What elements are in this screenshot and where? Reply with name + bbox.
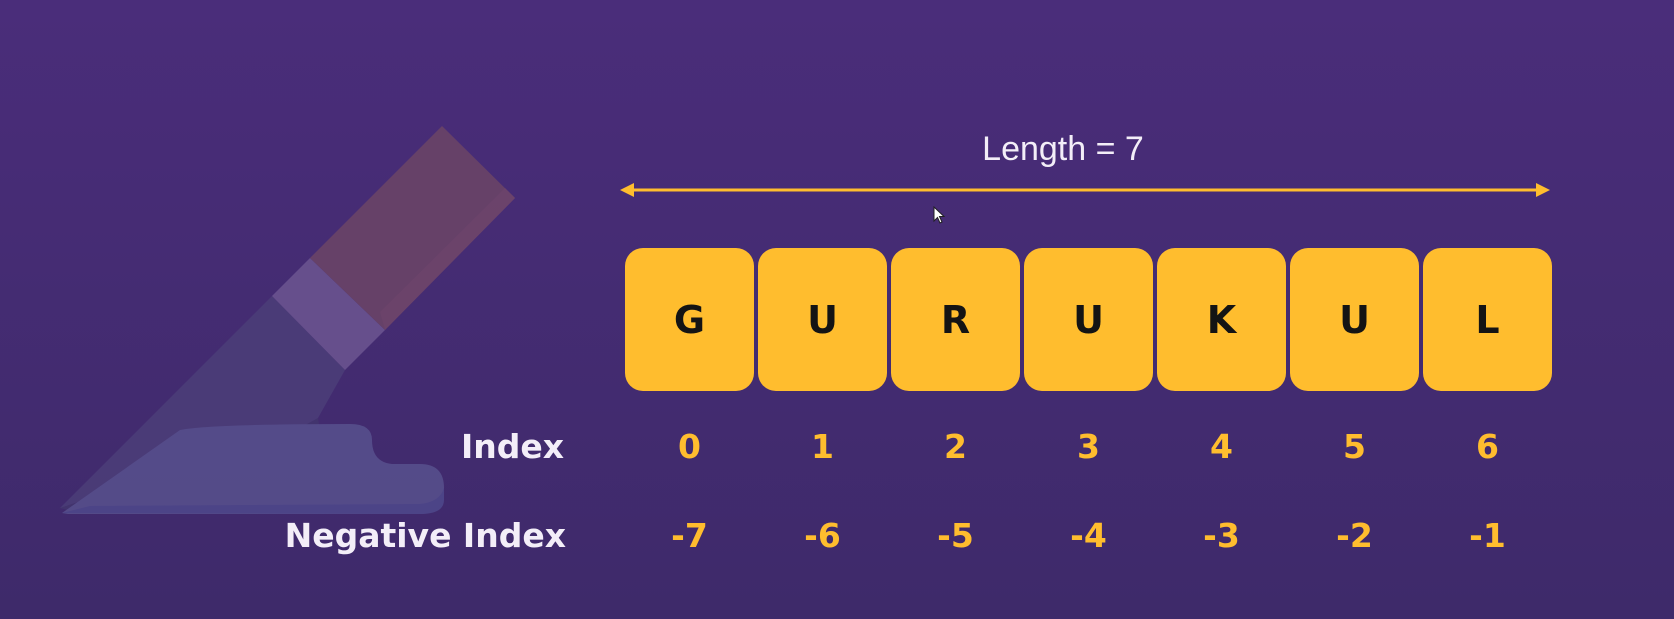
negative-index-value: -5 (937, 516, 974, 555)
letter-box: R (891, 248, 1020, 391)
knife-cutting-icon (60, 126, 515, 514)
index-value: 0 (678, 427, 701, 466)
negative-index-value: -3 (1203, 516, 1240, 555)
index-label: Index (460, 427, 564, 466)
index-value: 2 (944, 427, 967, 466)
mouse-pointer-icon (933, 206, 946, 224)
letter-box: U (1290, 248, 1419, 391)
index-value: 6 (1476, 427, 1499, 466)
index-value: 1 (811, 427, 834, 466)
index-value: 3 (1077, 427, 1100, 466)
index-value: 4 (1210, 427, 1233, 466)
negative-index-value: -4 (1070, 516, 1107, 555)
index-value: 5 (1343, 427, 1366, 466)
negative-index-value: -7 (671, 516, 708, 555)
negative-index-value: -6 (804, 516, 841, 555)
letter-box: K (1157, 248, 1286, 391)
negative-index-label: Negative Index (284, 516, 566, 555)
letter-box: U (758, 248, 887, 391)
negative-index-row: -7 -6 -5 -4 -3 -2 -1 (625, 516, 1552, 555)
string-letters: G U R U K U L (625, 248, 1552, 391)
length-label: Length = 7 (982, 130, 1144, 168)
length-arrow (620, 183, 1550, 197)
letter-box: G (625, 248, 754, 391)
letter-box: U (1024, 248, 1153, 391)
letter-box: L (1423, 248, 1552, 391)
negative-index-value: -2 (1336, 516, 1373, 555)
index-row: 0 1 2 3 4 5 6 (625, 427, 1552, 466)
negative-index-value: -1 (1469, 516, 1506, 555)
